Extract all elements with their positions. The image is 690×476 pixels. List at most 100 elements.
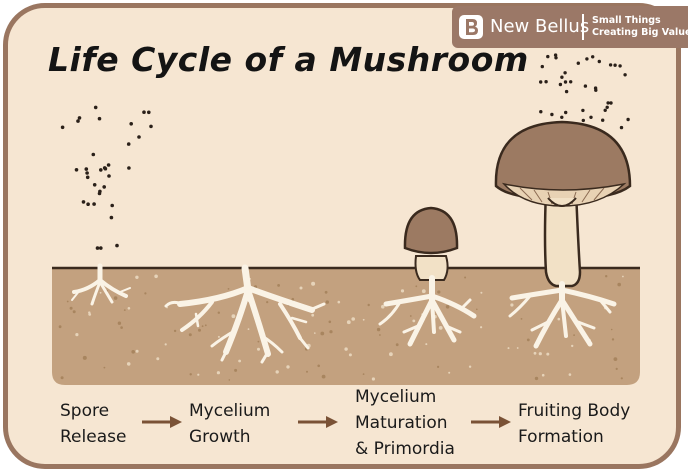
soil-speck — [314, 332, 316, 334]
soil-speck — [164, 343, 167, 346]
spore-dot — [609, 101, 613, 105]
spore-dot — [544, 80, 548, 84]
spore-dot — [142, 110, 146, 114]
spore-dot — [97, 191, 102, 196]
soil-speck — [197, 373, 200, 376]
stage-label-line: Spore — [60, 401, 110, 421]
soil-speck — [507, 347, 510, 350]
spore-dot — [106, 163, 111, 167]
spore-dot — [147, 110, 151, 115]
soil-speck — [123, 309, 126, 311]
soil — [52, 266, 640, 385]
spore-dot — [623, 73, 627, 77]
soil-speck — [257, 340, 260, 343]
stage-label-line: Mycelium — [189, 401, 271, 421]
soil-speck — [534, 376, 539, 381]
soil-speck — [113, 296, 118, 300]
soil-speck — [117, 321, 122, 325]
soil-speck — [228, 379, 231, 381]
soil-speck — [227, 288, 230, 290]
soil-speck — [376, 327, 381, 332]
soil-speck — [126, 362, 131, 366]
spore-dot — [91, 152, 96, 157]
spore-dot — [619, 125, 624, 130]
soil-speck — [135, 275, 139, 279]
stage-label-line: Growth — [189, 427, 251, 447]
soil-speck — [395, 343, 399, 347]
stage-label-maturation-primordia: Mycelium Maturation & Primordia — [355, 384, 455, 462]
soil-speck — [321, 374, 326, 379]
spore-dot — [540, 64, 544, 69]
spore-dot — [127, 166, 131, 170]
spore-dot — [597, 59, 601, 64]
stage-label-line: Mycelium — [355, 387, 437, 407]
soil-speck — [520, 318, 523, 320]
soil-speck — [464, 276, 467, 279]
spore-dot — [92, 183, 97, 187]
soil-speck — [88, 311, 91, 314]
soil-speck — [476, 308, 478, 311]
soil-speck — [346, 320, 351, 325]
soil-speck — [217, 311, 220, 314]
spore-dot — [563, 80, 568, 84]
spore-dot — [76, 119, 80, 123]
spore-dot — [558, 82, 563, 87]
soil-speck — [75, 333, 79, 337]
soil-speck — [348, 353, 352, 357]
soil-speck — [571, 344, 574, 348]
spore-dot — [85, 171, 89, 175]
spore-dot — [99, 168, 103, 172]
soil-speck — [533, 351, 537, 355]
spore-dot — [102, 166, 107, 170]
spore-dot — [539, 110, 543, 114]
soil-speck — [286, 365, 290, 369]
spore-dot — [564, 89, 569, 94]
soil-speck — [615, 367, 618, 370]
spore-dot — [129, 122, 133, 126]
spore-germination-hyphae — [71, 263, 131, 306]
soil-speck — [546, 352, 550, 356]
soil-speck — [389, 352, 393, 357]
soil-speck — [400, 289, 405, 293]
spore-dot — [99, 246, 103, 250]
spore-dot — [81, 200, 86, 204]
mycelium-network — [164, 264, 326, 364]
spore-dot — [553, 53, 558, 57]
soil-speck — [103, 366, 106, 369]
soil-speck — [299, 286, 303, 290]
spore-dot — [74, 168, 79, 172]
soil-speck — [620, 377, 623, 380]
soil-speck — [445, 305, 450, 309]
brand-tagline: Small Things Creating Big Value — [592, 15, 690, 39]
soil-speck — [412, 319, 416, 323]
soil-speck — [613, 357, 618, 361]
stage-label-line: Maturation — [355, 413, 448, 433]
spore-dot — [554, 56, 558, 60]
spore-dot — [109, 215, 114, 220]
soil-speck — [415, 285, 418, 288]
spore-dot — [563, 71, 567, 75]
soil-speck — [72, 310, 76, 314]
soil-speck — [568, 373, 572, 376]
soil-speck — [58, 325, 62, 329]
soil-speck — [409, 315, 412, 317]
soil-speck — [448, 371, 451, 374]
soil-speck — [325, 300, 329, 304]
primordium-mycelium — [378, 275, 477, 347]
spore-dot — [126, 142, 131, 146]
soil-speck — [421, 289, 426, 294]
soil-speck — [217, 335, 220, 338]
soil-speck — [337, 300, 341, 304]
stage-label-line: Formation — [518, 427, 604, 447]
spore-dot — [603, 108, 607, 113]
spore-dot — [626, 117, 630, 122]
soil-speck — [291, 297, 295, 301]
soil-speck — [201, 325, 204, 328]
soil-speck — [367, 303, 370, 307]
soil-speck — [135, 349, 139, 353]
spore-dot — [77, 116, 82, 120]
soil-speck — [247, 328, 250, 330]
arrow-right-icon — [471, 416, 511, 428]
soil-speck — [69, 306, 73, 310]
